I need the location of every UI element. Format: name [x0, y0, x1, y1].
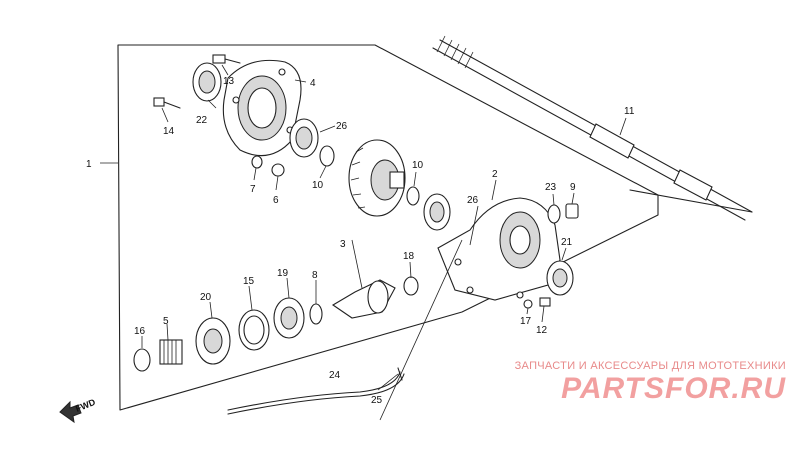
callout-22: 22	[196, 115, 208, 126]
callout-1: 1	[86, 159, 92, 170]
bearing-19	[273, 297, 305, 339]
washer-17	[523, 299, 533, 309]
shim-10-left	[319, 145, 335, 167]
watermark: ЗАПЧАСТИ И АКСЕССУАРЫ ДЛЯ МОТОТЕХНИКИ PA…	[486, 360, 786, 406]
race-15	[238, 309, 270, 351]
callout-9: 9	[570, 182, 576, 193]
oil-seal-22	[192, 62, 222, 102]
bolt-12	[539, 297, 551, 307]
callout-4: 4	[310, 78, 316, 89]
callout-5: 5	[163, 316, 169, 327]
spring-16	[133, 348, 151, 372]
callout-25: 25	[371, 395, 383, 406]
callout-26-upper: 26	[336, 121, 348, 132]
fwd-arrow: FWD	[59, 397, 97, 424]
callout-8: 8	[312, 270, 318, 281]
washer-7	[251, 155, 263, 169]
joint-5	[159, 339, 183, 365]
callout-7: 7	[250, 184, 256, 195]
callout-10-left: 10	[312, 180, 324, 191]
clip-25	[397, 367, 403, 381]
callout-24: 24	[329, 370, 341, 381]
callout-13: 13	[223, 76, 235, 87]
callout-26-right: 26	[467, 195, 479, 206]
callout-2: 2	[492, 169, 498, 180]
callout-20: 20	[200, 292, 212, 303]
callout-11: 11	[624, 106, 635, 117]
callout-23: 23	[545, 182, 557, 193]
shim-10-right	[406, 186, 420, 206]
callout-14: 14	[163, 126, 175, 137]
o-ring-23	[547, 204, 561, 224]
callout-3: 3	[340, 239, 346, 250]
breather-tube	[227, 371, 405, 415]
bearing-26-upper	[289, 118, 319, 158]
bolt-14	[153, 97, 181, 109]
oil-seal-21	[546, 260, 574, 296]
callout-17: 17	[520, 316, 532, 327]
bearing-26-right	[423, 193, 451, 231]
collar-18	[403, 276, 419, 296]
leader-lines	[141, 64, 627, 421]
callout-labels: 1 2 3 4 5 6 7 8 9 10 10 11 12 13 14 15 1…	[86, 76, 635, 406]
watermark-tagline: ЗАПЧАСТИ И АКСЕССУАРЫ ДЛЯ МОТОТЕХНИКИ	[514, 360, 786, 372]
assembly-outline	[100, 44, 659, 411]
shim-8	[309, 303, 323, 325]
oil-seal-20	[195, 317, 231, 365]
final-gear-case	[437, 197, 561, 301]
drive-shaft	[432, 35, 753, 221]
bearing-holder	[222, 59, 302, 157]
callout-12: 12	[536, 325, 548, 336]
callout-21: 21	[561, 237, 573, 248]
watermark-logo: PARTSFOR.RU	[561, 372, 786, 405]
fwd-label: FWD	[74, 397, 97, 414]
pinion-gear	[331, 279, 396, 319]
cap-9	[565, 203, 579, 219]
callout-18: 18	[403, 251, 415, 262]
callout-6: 6	[273, 195, 279, 206]
ring-gear	[348, 139, 406, 217]
plug-6	[271, 163, 285, 177]
callout-19: 19	[277, 268, 289, 279]
bolt-13	[212, 54, 241, 64]
callout-15: 15	[243, 276, 255, 287]
callout-10-right: 10	[412, 160, 424, 171]
callout-16: 16	[134, 326, 146, 337]
